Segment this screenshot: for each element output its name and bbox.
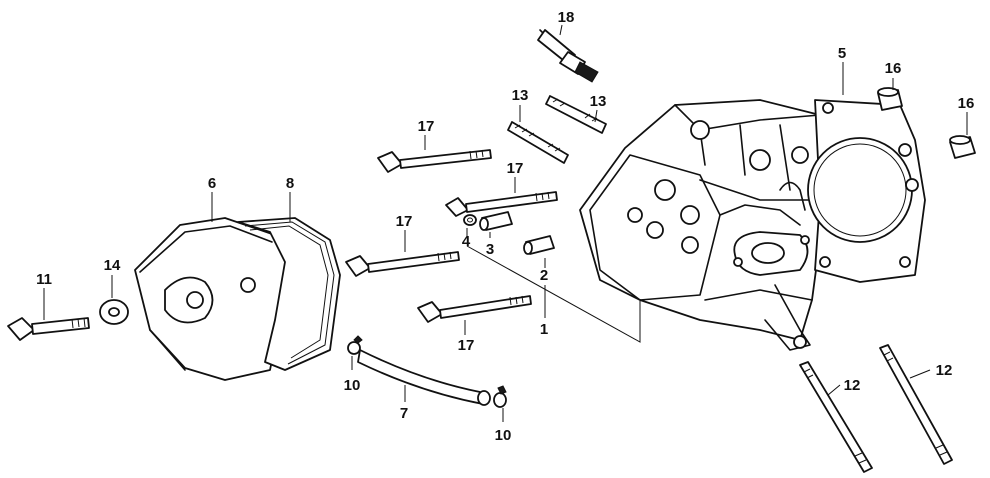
callout-4: 4 <box>462 233 471 250</box>
callout-13-right: 13 <box>590 93 607 110</box>
callout-16-upper: 16 <box>885 60 902 77</box>
cylinder-head <box>579 99 831 351</box>
callout-17-bottom: 17 <box>458 337 475 354</box>
washer-14 <box>99 299 129 325</box>
callout-labels: 1 2 3 4 5 6 7 8 10 10 11 12 12 13 13 14 … <box>36 9 974 444</box>
flange-bolt-17-third <box>345 251 460 277</box>
breather-tube <box>357 349 491 406</box>
dowel-pin-16-right <box>949 135 976 159</box>
callout-5: 5 <box>838 45 846 62</box>
dowel-pin-16-upper <box>877 87 903 111</box>
callout-12-right: 12 <box>936 362 953 379</box>
flange-bolt-17-second <box>445 191 558 217</box>
flange-bolt-17-top <box>377 149 492 173</box>
callout-6: 6 <box>208 175 216 192</box>
callout-10-right: 10 <box>495 427 512 444</box>
dowel-pin-2 <box>523 235 555 255</box>
callout-17-top: 17 <box>418 118 435 135</box>
head-cover-gasket <box>237 217 341 371</box>
callout-16-right: 16 <box>958 95 975 112</box>
callout-11: 11 <box>36 271 52 288</box>
callout-1: 1 <box>540 321 548 338</box>
callout-12-left: 12 <box>844 377 861 394</box>
head-cover <box>134 217 291 381</box>
tube-clip-10-left <box>347 335 363 355</box>
flange-bolt-11 <box>7 317 90 341</box>
tube-clip-10-right <box>493 385 507 408</box>
callout-8: 8 <box>286 175 294 192</box>
callout-17-second: 17 <box>507 160 524 177</box>
stud-bolt-13-right <box>545 95 607 134</box>
callout-10-left: 10 <box>344 377 361 394</box>
callout-17-third: 17 <box>396 213 413 230</box>
dowel-pin-3 <box>479 211 513 231</box>
callout-13-left: 13 <box>512 87 529 104</box>
callout-3: 3 <box>486 241 494 258</box>
callout-14: 14 <box>104 257 121 274</box>
callout-7: 7 <box>400 405 408 422</box>
flange-bolt-17-bottom <box>417 295 532 323</box>
stud-bolt-13-left <box>507 121 569 164</box>
callout-2: 2 <box>540 267 548 284</box>
stud-bolt-12-right <box>879 344 953 465</box>
washer-4 <box>463 214 477 226</box>
spark-plug <box>537 29 599 83</box>
callout-18: 18 <box>558 9 575 26</box>
leader-lines <box>43 24 968 422</box>
stud-bolt-12-left <box>799 361 873 473</box>
head-gasket <box>807 99 926 283</box>
